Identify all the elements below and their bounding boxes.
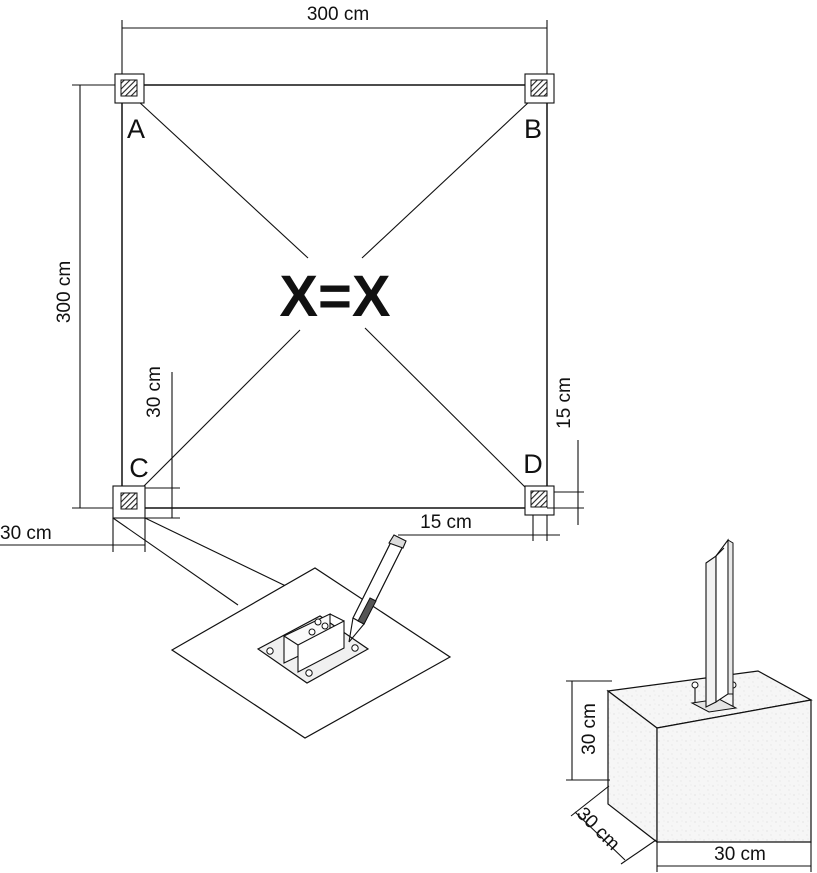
pen-tip-right bbox=[348, 623, 365, 643]
post-c bbox=[112, 485, 146, 519]
corner-label-a: A bbox=[127, 114, 145, 144]
left-dimension: 300 cm bbox=[54, 84, 120, 509]
steel-post-left bbox=[705, 554, 717, 708]
marker-pen-icon bbox=[348, 534, 407, 643]
callout-line-left bbox=[112, 517, 239, 606]
post-b bbox=[524, 73, 555, 104]
diagonal-a-segment bbox=[137, 100, 309, 259]
diagonal-d-segment bbox=[364, 327, 531, 493]
block-height-dimension: 30 cm bbox=[566, 680, 612, 781]
post-d-hatch bbox=[530, 490, 548, 508]
diagonal-b-segment bbox=[361, 100, 531, 259]
post-c-hatch bbox=[120, 492, 138, 510]
steel-post-side bbox=[727, 539, 734, 695]
diagonal-c-segment bbox=[134, 329, 301, 496]
center-equation: X=X bbox=[279, 264, 391, 329]
block-width-dimension: 30 cm bbox=[656, 842, 812, 872]
concrete-footing-illustration bbox=[606, 538, 813, 844]
c-horizontal-label: 30 cm bbox=[0, 523, 52, 544]
corner-label-d: D bbox=[523, 449, 543, 479]
d-horizontal-label: 15 cm bbox=[420, 512, 472, 533]
mounting-plate-illustration bbox=[170, 567, 452, 739]
plate-hole bbox=[305, 669, 313, 677]
plate-hole bbox=[314, 618, 322, 626]
left-height-label: 300 cm bbox=[54, 261, 75, 323]
d-offset-dimensions: 15 cm 15 cm bbox=[398, 377, 584, 541]
block-depth-extension-bottom bbox=[620, 839, 657, 865]
diagonals bbox=[134, 100, 531, 496]
plate-hole bbox=[266, 647, 274, 655]
bracket-side-edge-2 bbox=[329, 613, 345, 622]
steel-post-top-edge bbox=[715, 547, 725, 557]
anchor-bolt bbox=[691, 681, 699, 689]
c-vertical-label: 30 cm bbox=[144, 366, 165, 418]
block-width-label: 30 cm bbox=[714, 844, 766, 865]
block-height-label: 30 cm bbox=[579, 703, 600, 755]
block-depth-line bbox=[574, 811, 626, 861]
bracket-side-edge bbox=[283, 635, 299, 646]
post-a-hatch bbox=[120, 79, 138, 97]
corner-label-c: C bbox=[129, 453, 149, 483]
bracket-front-wall bbox=[297, 620, 345, 673]
block-depth-extension-top bbox=[570, 785, 610, 817]
pen-tip-left bbox=[348, 617, 354, 643]
layout-square bbox=[121, 84, 548, 509]
post-d bbox=[524, 485, 555, 516]
bracket-bolt-hole bbox=[308, 628, 316, 636]
steel-post-front bbox=[715, 538, 729, 704]
top-width-label: 300 cm bbox=[307, 4, 369, 25]
d-vertical-label: 15 cm bbox=[554, 377, 575, 429]
c-offset-dimensions: 30 cm 30 cm bbox=[0, 366, 180, 552]
top-dimension: 300 cm bbox=[121, 4, 548, 80]
corner-label-b: B bbox=[524, 114, 542, 144]
bracket-bolt-hole bbox=[321, 622, 329, 630]
pen-cap bbox=[388, 534, 407, 549]
post-a bbox=[114, 73, 145, 104]
plate-hole bbox=[351, 644, 359, 652]
post-b-hatch bbox=[530, 79, 548, 97]
block-depth-label: 30 cm bbox=[572, 803, 623, 854]
